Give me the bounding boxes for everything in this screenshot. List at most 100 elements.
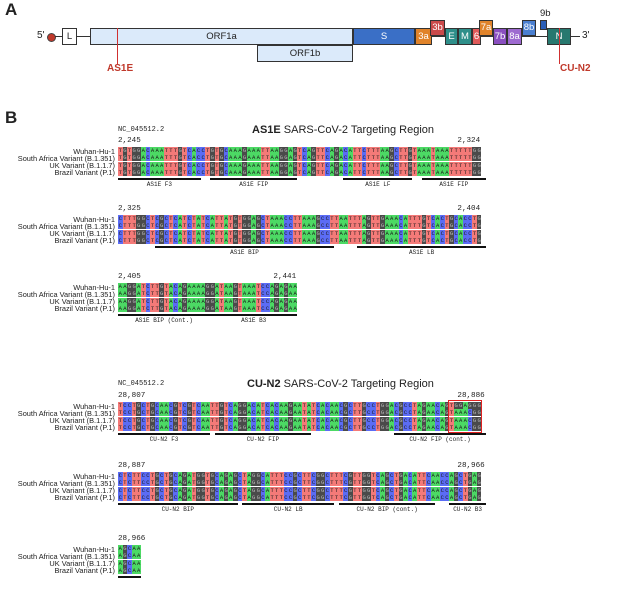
nucleotide-cell: T [274,486,279,494]
gene-orf1a: ORF1a [90,28,353,45]
nucleotide-cell: A [210,229,215,237]
nucleotide-cell: T [352,423,358,431]
nucleotide-cell: C [168,416,174,424]
nucleotide-cell: A [380,493,385,501]
nucleotide-cell: T [366,161,371,169]
nucleotide-cell: G [136,423,141,431]
nucleotide-cell: T [444,215,450,222]
nucleotide-cell: A [242,304,247,312]
nucleotide-cell: T [421,486,427,494]
nucleotide-cell: A [417,409,422,417]
nucleotide-cell: T [141,304,146,312]
nucleotide-cell: G [343,409,348,417]
nucleotide-cell: A [246,423,252,431]
nucleotide-cell: T [375,154,381,162]
nucleotide-cell: G [348,486,353,494]
panel-a-letter: A [5,0,18,19]
nucleotide-cell: T [141,283,146,290]
nucleotide-cell: A [389,229,394,237]
nucleotide-cell: T [371,479,376,487]
nucleotide-cell: T [329,236,335,244]
nucleotide-cell: A [279,215,284,222]
nucleotide-cell: T [306,479,312,487]
nucleotide-cell: G [421,236,427,244]
nucleotide-cell: C [260,215,266,222]
nucleotide-cell: T [127,222,132,230]
nucleotide-cell: A [196,304,201,312]
nucleotide-cell: T [352,402,358,409]
nucleotide-cell: T [177,416,183,424]
nucleotide-cell: A [444,168,450,176]
nucleotide-cell: G [200,493,206,501]
panel-b-letter: B [5,108,18,127]
nucleotide-cell: A [440,402,445,409]
nucleotide-cell: A [338,236,344,244]
nucleotide-cell: G [131,290,137,298]
nucleotide-cell: C [366,423,371,431]
nucleotide-cell: T [279,486,284,494]
nucleotide-cell: C [302,161,307,169]
gene-3a: 3a [415,28,432,45]
nucleotide-cell: G [233,215,238,222]
nucleotide-cell: C [288,486,293,494]
nucleotide-cell: A [329,423,335,431]
nucleotide-cell: G [398,402,404,409]
nucleotide-cell: A [283,423,289,431]
nucleotide-cell: C [375,472,381,479]
nucleotide-cell: T [449,402,454,409]
nucleotide-cell: G [159,215,164,222]
nucleotide-cell: A [246,290,252,298]
nucleotide-cell: A [279,416,284,424]
nucleotide-cell: C [463,236,468,244]
nucleotide-cell: A [196,297,201,305]
nucleotide-cell: A [187,283,192,290]
nucleotide-cell: C [444,472,450,479]
nucleotide-cell: T [412,161,417,169]
nucleotide-cell: A [306,168,312,176]
nucleotide-cell: T [242,479,247,487]
nucleotide-cell: C [141,479,146,487]
variant-label: Wuhan-Hu-1 [73,214,115,224]
nucleotide-cell: A [150,168,155,176]
nucleotide-cell: A [228,479,233,487]
nucleotide-cell: A [233,168,238,176]
nucleotide-cell: T [164,283,169,290]
nucleotide-cell: C [145,236,151,244]
nucleotide-cell: C [440,486,445,494]
nucleotide-cell: G [472,168,477,176]
nucleotide-cell: G [334,168,339,176]
nucleotide-cell: A [246,147,252,154]
nucleotide-cell: A [306,423,312,431]
nucleotide-cell: G [334,147,339,154]
nucleotide-cell: T [357,479,362,487]
nucleotide-cell: C [173,229,178,237]
nucleotide-cell: G [283,304,289,312]
nucleotide-cell: A [246,486,252,494]
nucleotide-cell: C [283,236,289,244]
nucleotide-cell: G [168,493,174,501]
nucleotide-cell: A [435,472,440,479]
nucleotide-cell: G [472,154,477,162]
nucleotide-cell: G [467,479,473,487]
nucleotide-cell: G [334,154,339,162]
nucleotide-cell: C [196,423,201,431]
nucleotide-cell: A [389,236,394,244]
nucleotide-cell: A [348,168,353,176]
nucleotide-cell: A [329,402,335,409]
nucleotide-cell: T [357,493,362,501]
nucleotide-cell: T [352,493,358,501]
nucleotide-cell: T [412,147,417,154]
nucleotide-cell: C [265,416,270,424]
nucleotide-cell: C [260,304,266,312]
nucleotide-cell: A [334,409,339,417]
nucleotide-cell: A [306,222,312,230]
nucleotide-cell: C [435,409,440,417]
nucleotide-cell: C [182,423,187,431]
nucleotide-cell: T [122,222,128,230]
nucleotide-cell: C [118,493,123,501]
nucleotide-cell: T [205,472,210,479]
nucleotide-cell: A [251,222,256,230]
nucleotide-cell: C [325,222,330,230]
nucleotide-cell: T [449,154,454,162]
